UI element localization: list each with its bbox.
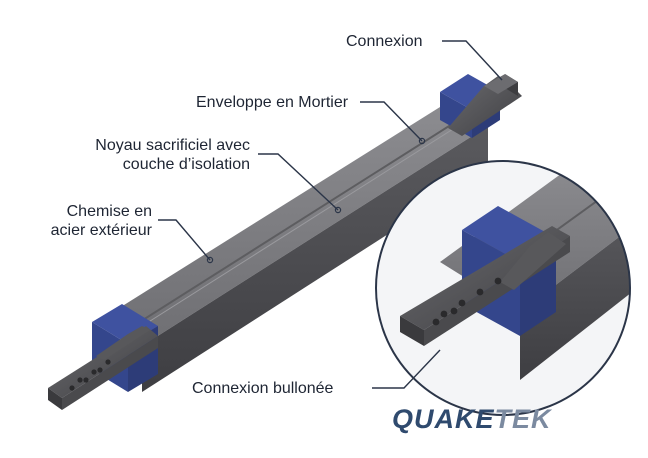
leader-noyau xyxy=(258,153,339,211)
label-connexion: Connexion xyxy=(346,33,423,50)
leader-enveloppe xyxy=(360,101,423,142)
label-connexion-bullonee: Connexion bullonée xyxy=(192,380,334,397)
quaketek-logo: QUAKETEK xyxy=(392,404,552,435)
leader-connexion-bullonee xyxy=(372,349,441,389)
core-seam xyxy=(123,113,469,333)
label-noyau-line2: couche d’isolation xyxy=(122,156,250,173)
brand-part2: TEK xyxy=(494,404,552,434)
label-noyau-line1: Noyau sacrificiel avec xyxy=(95,137,250,154)
label-chemise-acier: Chemise en acier extérieur xyxy=(6,202,152,240)
label-enveloppe-en-mortier: Enveloppe en Mortier xyxy=(196,94,349,111)
label-noyau-sacrificiel: Noyau sacrificiel avec couche d’isolatio… xyxy=(70,136,250,174)
leader-chemise xyxy=(158,219,211,261)
right-connection-fin xyxy=(448,76,522,136)
label-chemise-line1: Chemise en xyxy=(66,203,152,220)
steel-jacket-side-face xyxy=(142,126,488,392)
left-connection-fin xyxy=(48,326,158,398)
leader-connexion xyxy=(442,40,503,81)
label-chemise-line2: acier extérieur xyxy=(50,222,152,239)
brand-part1: QUAKE xyxy=(392,404,495,434)
